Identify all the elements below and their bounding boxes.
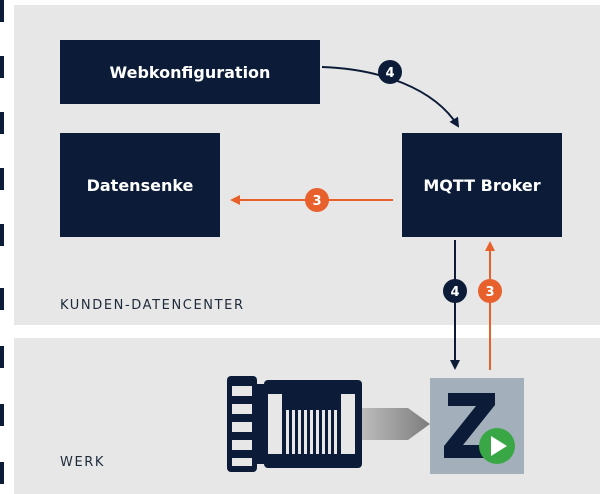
web-config-node: Webkonfiguration [60, 40, 320, 104]
data-sink-node: Datensenke [60, 133, 220, 237]
datacenter-zone-label: KUNDEN-DATENCENTER [60, 298, 245, 313]
plant-zone: WERK [14, 338, 600, 494]
plant-zone-label: WERK [60, 455, 106, 470]
left-edge-strip [0, 0, 12, 494]
mqtt-broker-node: MQTT Broker [402, 133, 562, 237]
